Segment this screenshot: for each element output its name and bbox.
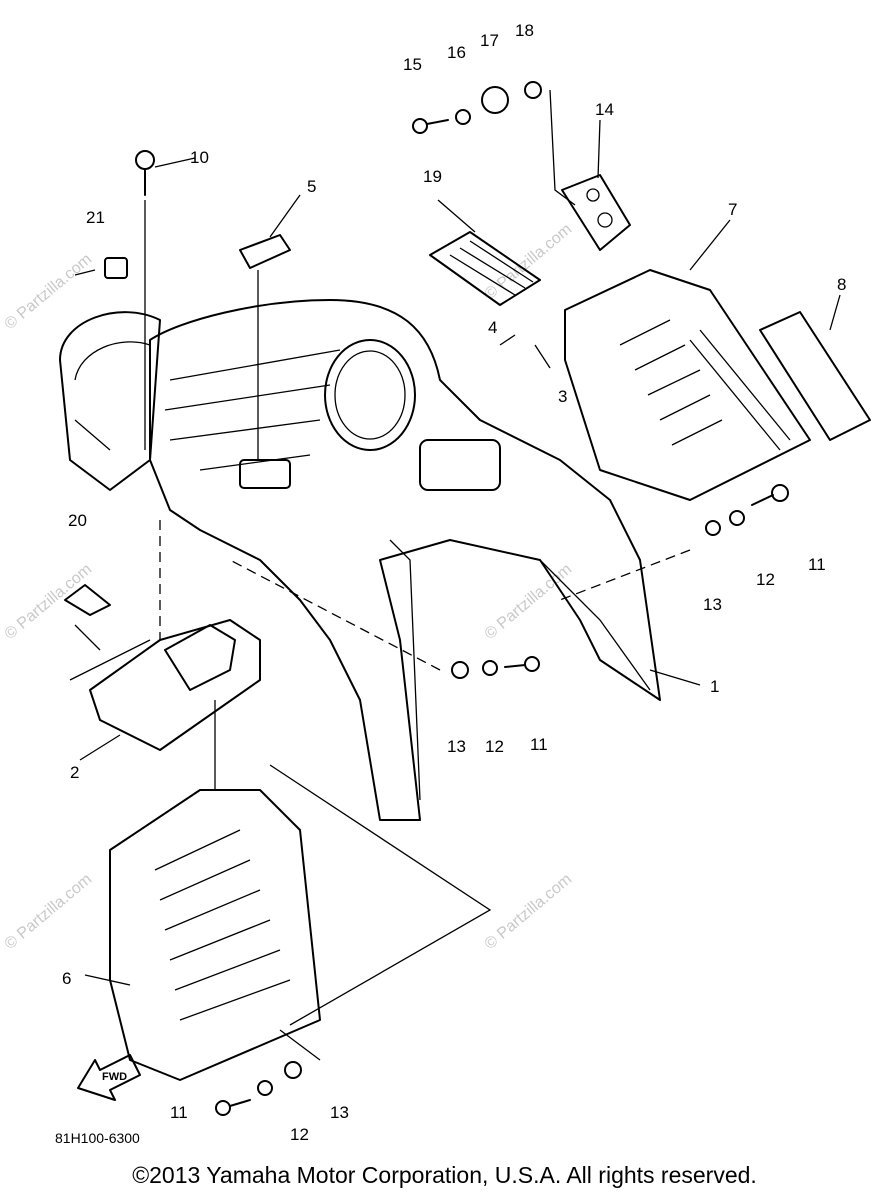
part-7-right-panel [564, 269, 811, 501]
label-part-13c: 13 [330, 1103, 349, 1122]
part-6-left-panel [109, 789, 321, 1081]
label-part-13a: 13 [703, 595, 722, 614]
label-part-6: 6 [62, 969, 71, 988]
label-part-15: 15 [403, 55, 422, 74]
watermark: © Partzilla.com [2, 251, 96, 333]
label-part-13b: 13 [447, 737, 466, 756]
label-part-11a: 11 [808, 555, 826, 574]
leader-lines [69, 119, 841, 1061]
label-part-4: 4 [488, 318, 497, 337]
label-part-5: 5 [307, 177, 316, 196]
label-part-14: 14 [595, 100, 614, 119]
label-part-21: 21 [86, 208, 105, 227]
label-part-10: 10 [190, 148, 209, 167]
label-part-8: 8 [837, 275, 846, 294]
part-8-strip [759, 311, 871, 441]
part-14-bracket [561, 174, 631, 251]
parts-diagram: © Partzilla.com © Partzilla.com © Partzi… [2, 21, 871, 1146]
watermark: © Partzilla.com [482, 221, 576, 303]
label-part-12a: 12 [756, 570, 775, 589]
label-part-2: 2 [70, 763, 79, 782]
fasteners-right [705, 484, 789, 536]
copyright-notice: ©2013 Yamaha Motor Corporation, U.S.A. A… [132, 1162, 757, 1188]
fwd-label: FWD [102, 1071, 127, 1083]
label-part-18: 18 [515, 21, 534, 40]
figure-code: 81H100-6300 [55, 1130, 140, 1146]
label-part-11b: 11 [530, 735, 548, 754]
watermark: © Partzilla.com [482, 871, 576, 953]
part-5-clip [239, 234, 291, 460]
part-2-bracket [89, 619, 261, 751]
label-part-17: 17 [480, 31, 499, 50]
label-part-16: 16 [447, 43, 466, 62]
part-10-screw [135, 150, 155, 450]
label-part-11c: 11 [170, 1103, 188, 1122]
part-19-label [429, 231, 541, 306]
hardware-15-18 [412, 81, 576, 206]
part-21-side-piece [59, 257, 161, 491]
part-labels: 1 2 3 4 5 6 7 8 10 11 11 11 12 12 12 13 … [62, 21, 846, 1144]
fasteners-middle [451, 656, 540, 679]
label-part-3: 3 [558, 387, 567, 406]
label-part-7: 7 [728, 200, 737, 219]
part-20-clip [64, 584, 111, 616]
label-part-20: 20 [68, 511, 87, 530]
part-1-front-cowl [149, 299, 661, 821]
label-part-19: 19 [423, 167, 442, 186]
watermark: © Partzilla.com [2, 871, 96, 953]
label-part-12b: 12 [485, 737, 504, 756]
fwd-arrow: FWD [77, 1054, 141, 1101]
fasteners-bottom [215, 1061, 302, 1116]
watermark: © Partzilla.com [482, 561, 576, 643]
label-part-1: 1 [710, 677, 719, 696]
label-part-12c: 12 [290, 1125, 309, 1144]
